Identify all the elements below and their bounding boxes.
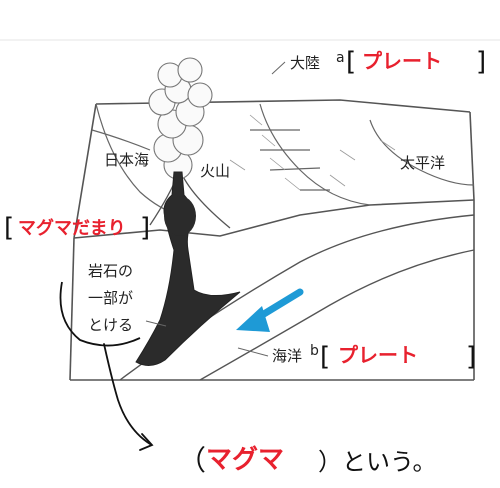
continent-plate-answer: プレート (362, 49, 442, 73)
ocean-plate-letter: b (310, 343, 319, 359)
bracket-open-a: [ (346, 47, 356, 77)
bracket-close-b: ] (466, 342, 476, 372)
magma-chamber-answer: マグマだまり (18, 217, 126, 239)
land-hatching (229, 114, 396, 191)
rock-melt-line1: 岩石の (88, 262, 133, 280)
magma-region (135, 171, 241, 366)
rock-melt-line3: とける (88, 316, 133, 334)
continent-plate-label: 大陸 (290, 54, 320, 72)
curved-arrow-icon (103, 343, 154, 451)
magma-chamber (164, 196, 196, 236)
bottom-suffix: ）という。 (318, 448, 437, 476)
japan-sea-label: 日本海 (104, 151, 149, 169)
rock-melt-line2: 一部が (88, 289, 133, 307)
volcano-smoke (148, 57, 213, 180)
pacific-ocean-label: 太平洋 (400, 154, 445, 172)
melt-bracket-arc (59, 281, 141, 347)
bracket-open-magma: [ (4, 213, 14, 243)
ocean-plate-answer: プレート (338, 343, 418, 367)
bracket-open-b: [ (320, 342, 330, 372)
bracket-close-magma: ] (140, 213, 150, 243)
bottom-paren-open: （ (178, 444, 206, 477)
continent-plate-letter: a (336, 50, 345, 66)
arrow-down-left-icon (236, 288, 304, 332)
bottom-answer: マグマ (206, 445, 284, 475)
leader-lines (145, 61, 286, 357)
bracket-close-a: ] (476, 47, 486, 77)
ocean-plate-label: 海洋 (272, 347, 302, 365)
volcano-label: 火山 (200, 162, 230, 180)
